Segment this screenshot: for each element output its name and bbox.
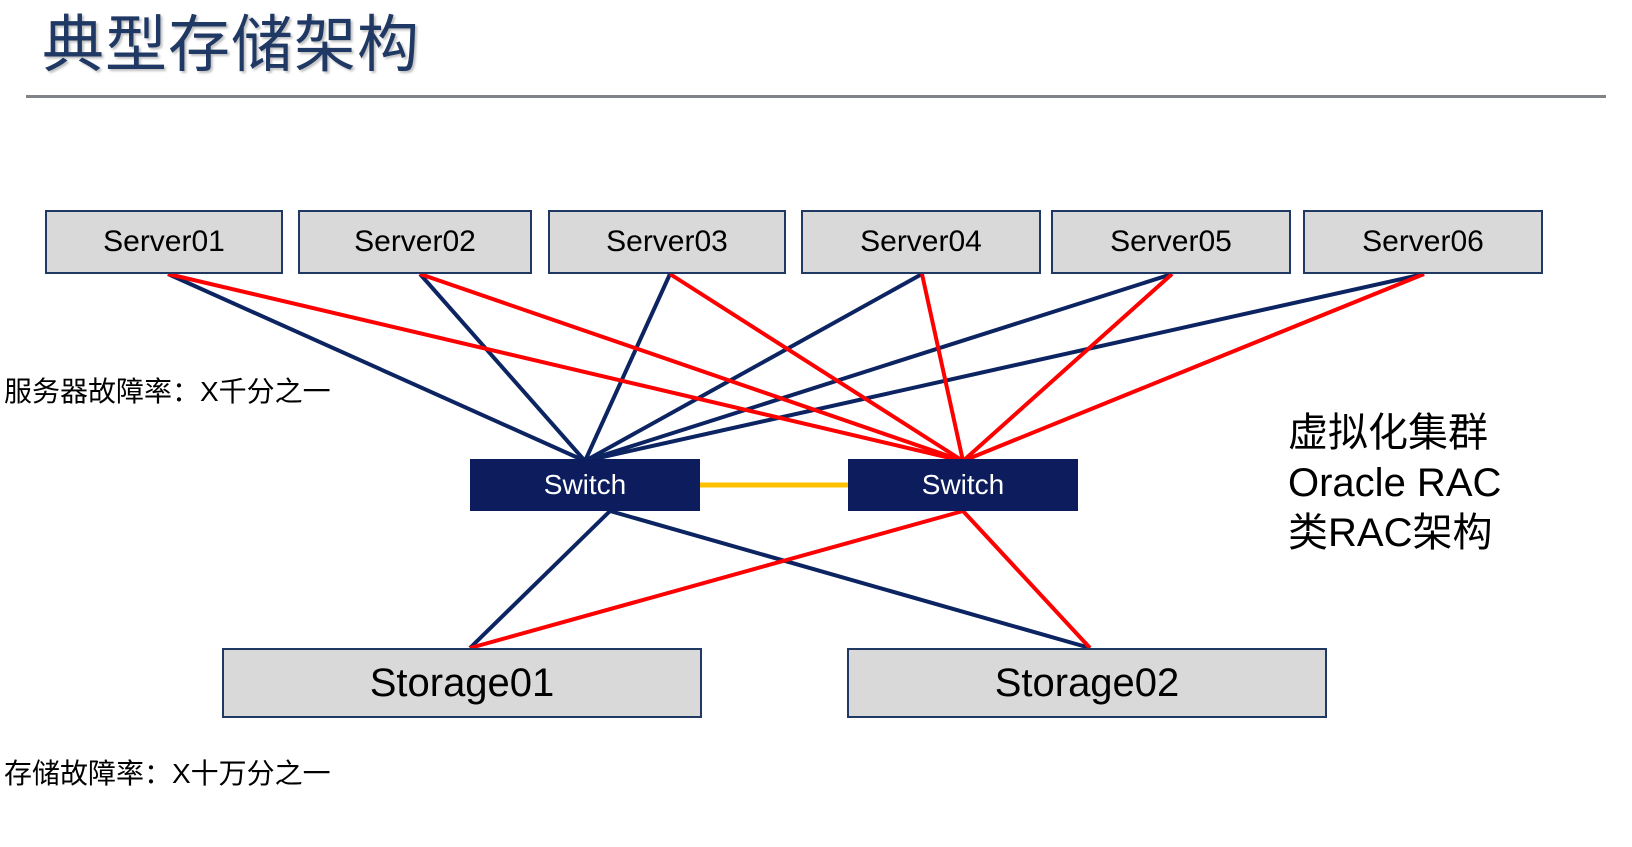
storage-failure-rate-label: 存储故障率：X十万分之一 — [4, 758, 331, 789]
storage-node-label: Storage02 — [994, 660, 1180, 705]
link-switch-a-storage-1 — [468, 509, 612, 650]
server-node-4[interactable]: Server04 — [801, 210, 1041, 274]
storage-node-1[interactable]: Storage01 — [222, 648, 702, 718]
switch-node-1[interactable]: Switch — [470, 459, 700, 511]
link-server-switch-a-4 — [584, 272, 923, 463]
server-node-1[interactable]: Server01 — [45, 210, 283, 274]
server-node-5[interactable]: Server05 — [1051, 210, 1291, 274]
server-node-label: Server04 — [860, 225, 982, 258]
server-node-label: Server03 — [606, 225, 728, 258]
link-server-switch-a-1 — [167, 272, 586, 463]
link-server-switch-b-3 — [668, 272, 965, 463]
server-failure-rate-label: 服务器故障率：X千分之一 — [4, 376, 331, 407]
link-switch-a-storage-2 — [609, 509, 1091, 650]
link-server-switch-a-5 — [584, 272, 1173, 463]
link-switch-b-storage-1 — [469, 509, 964, 650]
switch-node-label: Switch — [543, 469, 627, 500]
link-server-switch-a-2 — [418, 272, 587, 463]
switch-b-to-storage-links — [469, 509, 1092, 650]
cluster-note-line-1: 虚拟化集群 — [1288, 411, 1488, 455]
title-divider — [26, 95, 1606, 98]
server-node-label: Server05 — [1110, 225, 1232, 258]
cluster-note-line-2: Oracle RAC — [1288, 461, 1502, 505]
server-node-3[interactable]: Server03 — [548, 210, 786, 274]
server-node-label: Server01 — [103, 225, 225, 258]
link-server-switch-a-3 — [583, 273, 672, 462]
link-server-switch-b-1 — [167, 272, 964, 463]
server-node-label: Server06 — [1362, 225, 1484, 258]
switch-node-2[interactable]: Switch — [848, 459, 1078, 511]
server-to-switch-a-links — [167, 272, 1425, 463]
cluster-note-line-3: 类RAC架构 — [1288, 511, 1493, 555]
server-node-label: Server02 — [354, 225, 476, 258]
page-title: 典型存储架构 — [42, 11, 421, 80]
server-to-switch-b-links — [167, 272, 1425, 463]
storage-node-label: Storage01 — [369, 660, 555, 705]
link-server-switch-b-4 — [920, 273, 965, 462]
server-node-2[interactable]: Server02 — [298, 210, 532, 274]
storage-node-2[interactable]: Storage02 — [847, 648, 1327, 718]
link-server-switch-b-2 — [419, 272, 964, 463]
link-switch-b-storage-2 — [961, 509, 1092, 650]
cluster-note: 虚拟化集群 Oracle RAC 类RAC架构 — [1288, 408, 1501, 558]
link-server-switch-b-5 — [961, 272, 1174, 463]
server-node-6[interactable]: Server06 — [1303, 210, 1543, 274]
switch-a-to-storage-links — [468, 509, 1091, 650]
switch-node-label: Switch — [921, 469, 1005, 500]
